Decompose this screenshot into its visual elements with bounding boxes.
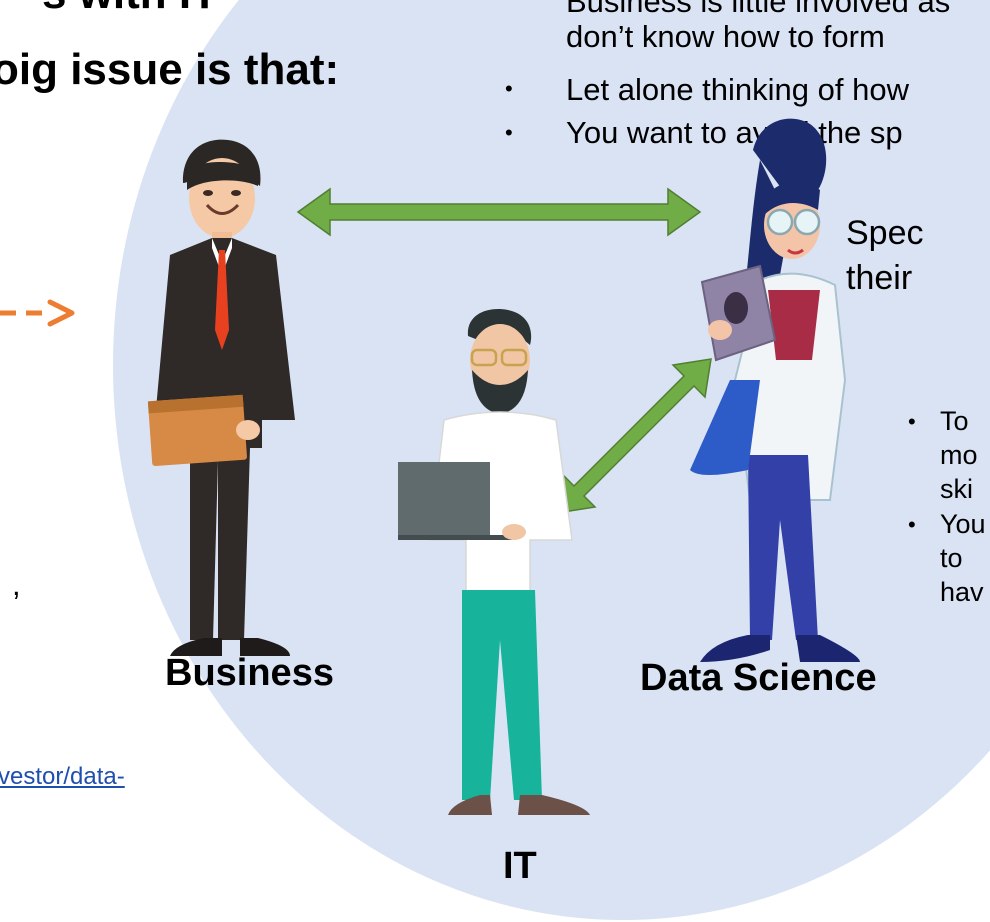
right-bullet-1-line-1: To bbox=[940, 406, 969, 436]
top-bullet-3: You want to avoid the sp bbox=[566, 115, 903, 150]
right-bullet-2-line-2: to bbox=[940, 543, 963, 573]
business-person-illustration bbox=[147, 139, 295, 656]
specialist-text-line-1: Spec bbox=[846, 214, 924, 252]
source-link[interactable]: vestor/data- bbox=[0, 763, 125, 790]
data-science-person-illustration bbox=[690, 118, 860, 662]
issue-heading: oig issue is that: bbox=[0, 45, 340, 94]
left-comma: , bbox=[12, 567, 21, 602]
top-bullet-1-continued: don’t know how to form bbox=[566, 19, 885, 54]
label-data-science: Data Science bbox=[640, 657, 877, 699]
bullet-dot: • bbox=[505, 120, 513, 145]
green-double-arrow-business-datascience bbox=[296, 187, 702, 237]
slide-title-fragment: s with IT bbox=[42, 0, 218, 16]
right-bullet-1-line-2: mo bbox=[940, 440, 978, 470]
specialist-text-line-2: their bbox=[846, 259, 913, 297]
bullet-dot: • bbox=[505, 76, 513, 101]
top-bullet-1: Business is little involved as bbox=[566, 0, 951, 19]
right-bullet-2-line-1: You bbox=[940, 509, 986, 539]
label-it: IT bbox=[503, 845, 537, 887]
orange-dashed-arrow bbox=[0, 299, 75, 327]
label-business: Business bbox=[165, 652, 334, 694]
it-person-illustration bbox=[398, 309, 590, 815]
right-bullet-1-line-3: ski bbox=[940, 474, 973, 504]
top-bullet-2: Let alone thinking of how bbox=[566, 72, 909, 107]
green-double-arrow-it-datascience bbox=[556, 358, 712, 514]
right-bullet-2-line-3: hav bbox=[940, 577, 984, 607]
bullet-dot: • bbox=[908, 512, 916, 537]
bullet-dot: • bbox=[908, 409, 916, 434]
